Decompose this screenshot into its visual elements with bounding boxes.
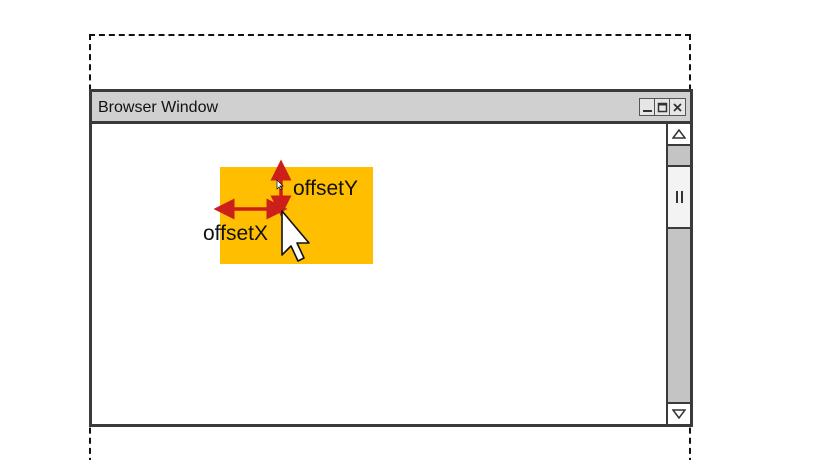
scroll-up-button[interactable] [668,124,690,146]
scroll-thumb[interactable] [668,165,690,229]
page-heading-cropped [0,0,832,8]
vertical-scrollbar[interactable] [666,124,690,424]
browser-window: Browser Window [89,89,693,427]
offset-x-label: offsetX [203,222,268,245]
triangle-up-icon [672,129,686,139]
window-controls [639,98,686,116]
close-icon[interactable] [670,99,685,115]
title-bar: Browser Window [92,92,690,124]
maximize-icon[interactable] [655,99,670,115]
grip-lines-icon [675,191,683,203]
offset-y-label: offsetY [293,177,358,200]
minimize-icon[interactable] [640,99,655,115]
window-title: Browser Window [98,99,219,116]
browser-content-area [92,124,666,424]
scroll-down-button[interactable] [668,402,690,424]
triangle-down-icon [672,409,686,419]
